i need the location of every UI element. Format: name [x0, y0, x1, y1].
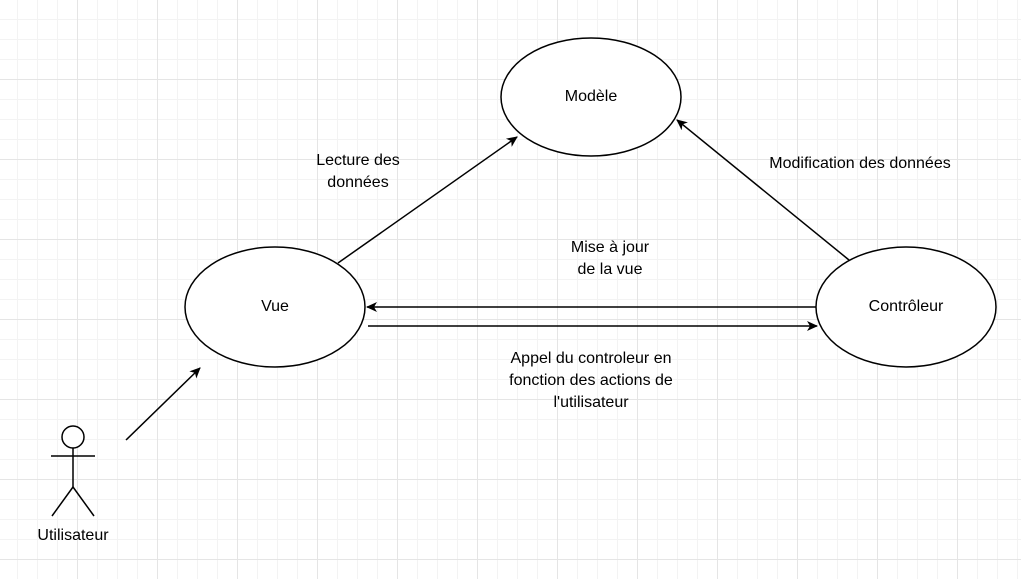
- actor-utilisateur[interactable]: [51, 425, 95, 517]
- actor-head-icon: [61, 425, 85, 449]
- edge-label-modification: Modification des données: [769, 155, 951, 172]
- actor-label: Utilisateur: [37, 527, 109, 544]
- node-controleur-label: Contrôleur: [868, 298, 944, 315]
- edge-vue-to-modele[interactable]: [337, 136, 518, 264]
- edge-actor-to-vue[interactable]: [125, 367, 201, 441]
- node-vue-label: Vue: [261, 298, 289, 315]
- edge-label-appel: Appel du controleur en fonction des acti…: [509, 350, 673, 411]
- actor-leg-right: [72, 486, 95, 517]
- edge-label-lecture: Lecture des données: [316, 152, 400, 191]
- edge-label-mise-a-jour: Mise à jour de la vue: [570, 239, 650, 278]
- node-modele-label: Modèle: [564, 88, 618, 105]
- edge-controleur-to-modele[interactable]: [676, 119, 850, 261]
- node-controleur[interactable]: [815, 246, 997, 368]
- actor-leg-left: [51, 486, 74, 517]
- node-vue[interactable]: [184, 246, 366, 368]
- node-modele[interactable]: [500, 37, 682, 157]
